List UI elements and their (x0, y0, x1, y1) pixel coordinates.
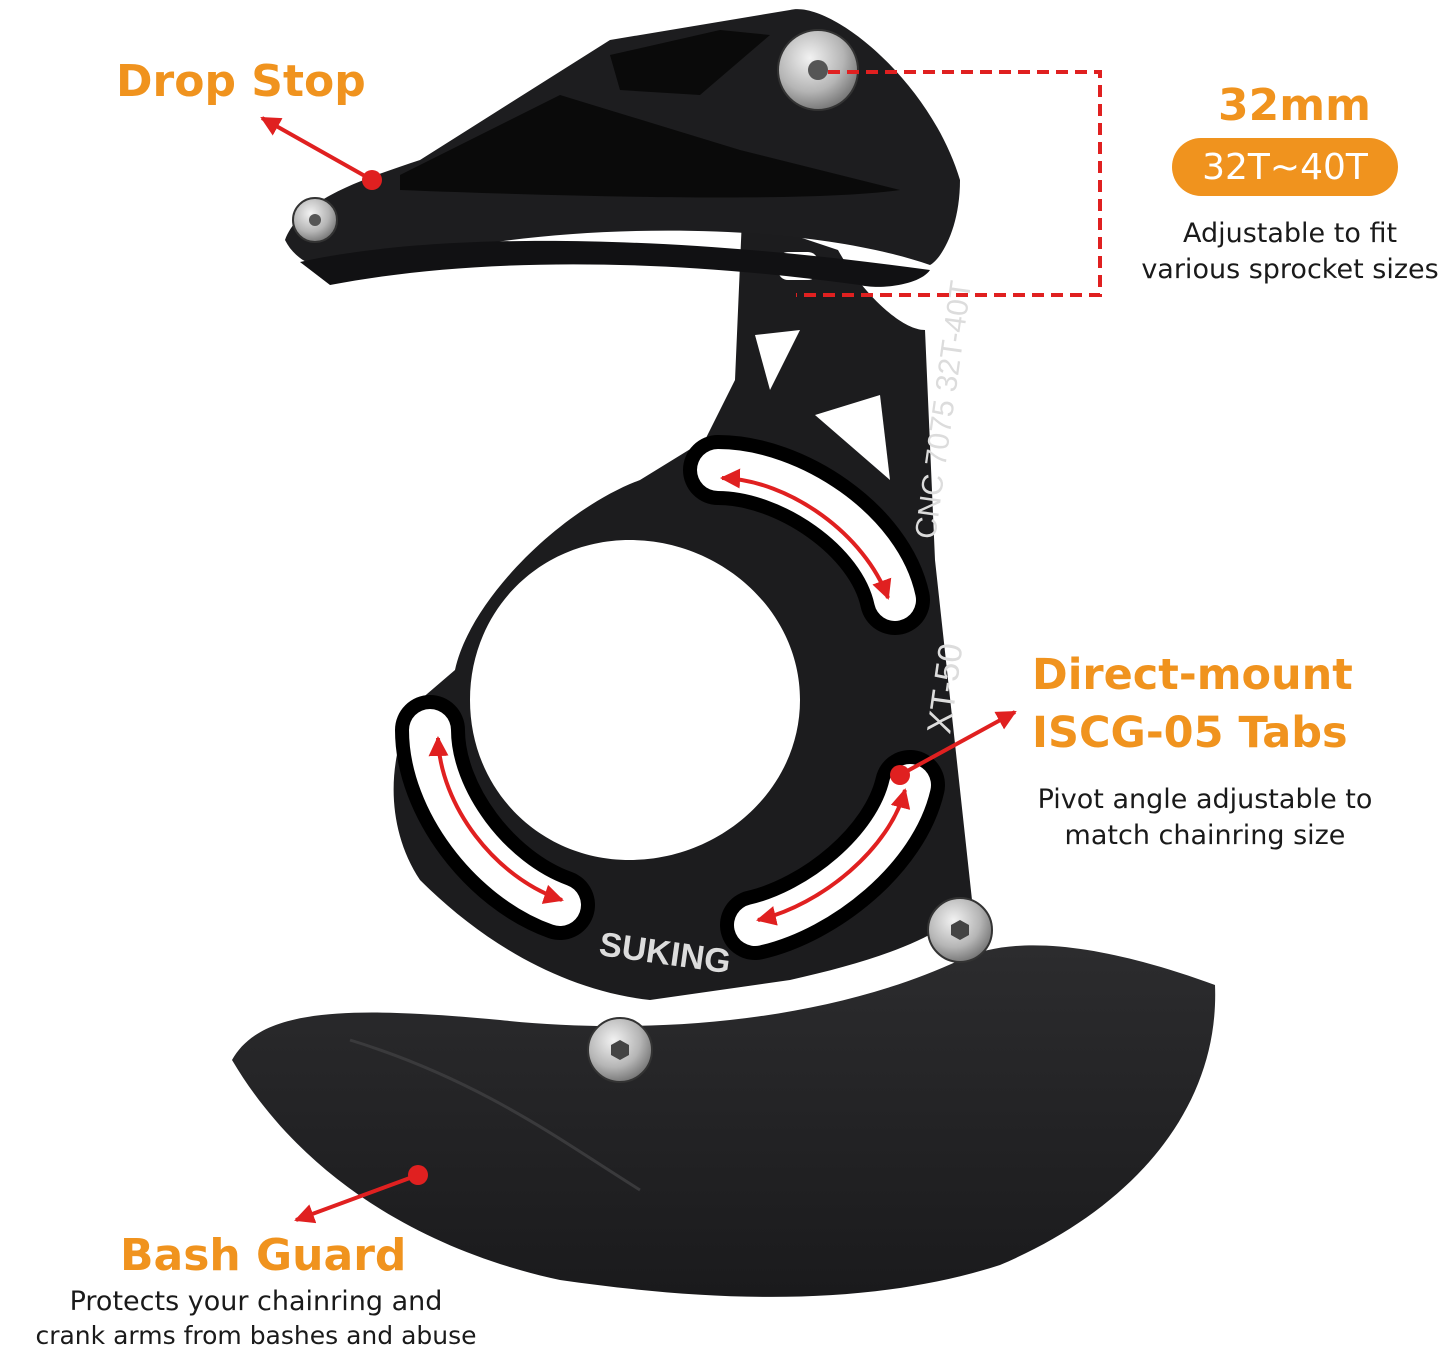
bolt-icon (777, 29, 859, 111)
bolt-icon (292, 197, 338, 243)
size-title: 32mm (1218, 80, 1371, 131)
drop-stop-title: Drop Stop (116, 56, 366, 107)
drop-stop-pointer (260, 116, 382, 190)
mount-title-line1: Direct-mount (1032, 650, 1353, 700)
slot-arrow-left (428, 736, 564, 904)
mount-pointer (890, 710, 1017, 785)
mount-title-line2: ISCG-05 Tabs (1032, 708, 1348, 758)
bash-guard-desc-line2: crank arms from bashes and abuse (35, 1321, 477, 1350)
bash-guard-ridge (349, 1038, 641, 1192)
bash-guard-desc-line1: Protects your chainring and (69, 1286, 443, 1317)
arm-cutout-lower (815, 395, 890, 480)
size-badge-text: 32T~40T (1202, 146, 1368, 188)
mount-desc-line2: match chainring size (1064, 820, 1346, 851)
size-desc-line1: Adjustable to fit (1182, 218, 1398, 249)
size-desc-line2: various sprocket sizes (1141, 254, 1439, 285)
slot-arrow-top (720, 468, 892, 600)
slot-arrow-right (756, 788, 911, 926)
bolt-icon (927, 897, 993, 963)
arm-cutout-upper (755, 330, 800, 390)
mount-desc-line1: Pivot angle adjustable to (1037, 784, 1373, 815)
bash-guard-part (232, 945, 1216, 1297)
size-bracket (796, 70, 1102, 297)
bash-guard-pointer (294, 1165, 428, 1224)
bolt-icon (587, 1017, 653, 1083)
size-badge: 32T~40T (1172, 138, 1398, 196)
bash-guard-title: Bash Guard (120, 1230, 407, 1281)
drop-stop-part (285, 9, 960, 287)
